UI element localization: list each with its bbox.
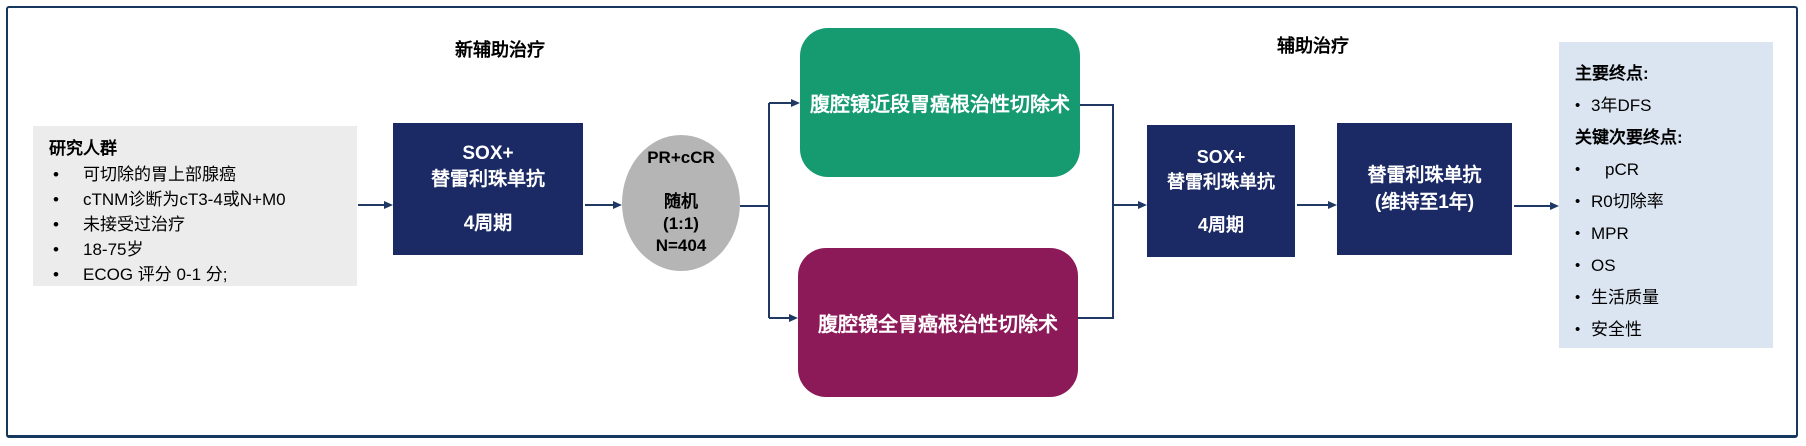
endpoint-item-text: pCR — [1605, 160, 1640, 179]
adjuvant-sox-box: SOX+ 替雷利珠单抗 4周期 — [1147, 125, 1295, 257]
endpoint-item-text: R0切除率 — [1591, 192, 1664, 211]
randomization-condition: PR+cCR — [647, 148, 715, 167]
bullet-icon: • — [1575, 257, 1581, 274]
endpoint-item: • pCR — [1575, 154, 1763, 186]
population-item-text: 未接受过治疗 — [83, 215, 185, 234]
bullet-icon: • — [1575, 97, 1581, 114]
bullet-icon: • — [1575, 321, 1581, 338]
endpoint-item-text: OS — [1591, 256, 1616, 275]
maintenance-box: 替雷利珠单抗 (维持至1年) — [1337, 123, 1512, 255]
phase-label-neoadjuvant: 新辅助治疗 — [455, 40, 545, 60]
endpoint-item: • MPR — [1575, 218, 1763, 250]
randomization-n: N=404 — [655, 236, 707, 255]
bullet-icon: • — [1575, 161, 1581, 178]
endpoint-item-text: 生活质量 — [1591, 288, 1659, 307]
surgery-total-gastrectomy-box: 腹腔镜全胃癌根治性切除术 — [798, 248, 1078, 397]
cycles-line: 4周期 — [463, 213, 513, 234]
bullet-icon: • — [1575, 225, 1581, 242]
bullet-icon: • — [1575, 193, 1581, 210]
regimen-line: SOX+ — [1196, 146, 1246, 167]
endpoints-box: 主要终点: • 3年DFS 关键次要终点: • pCR • R0切除率 • MPR • O… — [1559, 42, 1773, 348]
endpoint-item-text: 安全性 — [1591, 320, 1642, 339]
cycles-line: 4周期 — [1197, 214, 1244, 235]
endpoint-item: • 3年DFS — [1575, 90, 1763, 122]
maintenance-duration-line: (维持至1年) — [1374, 192, 1475, 213]
population-item: • 18-75岁 — [49, 237, 349, 262]
endpoint-item: • 安全性 — [1575, 314, 1763, 346]
maintenance-drug-line: 替雷利珠单抗 — [1367, 165, 1482, 186]
bullet-icon: • — [53, 240, 59, 259]
bullet-icon: • — [53, 190, 59, 209]
randomization-label: 随机 — [664, 192, 698, 211]
surgery-proximal-gastrectomy-box: 腹腔镜近段胃癌根治性切除术 — [800, 28, 1080, 177]
population-item-text: ECOG 评分 0-1 分; — [83, 265, 228, 284]
primary-endpoints-header: 主要终点: — [1575, 64, 1649, 83]
diagram-frame — [6, 6, 1798, 438]
population-item: • 可切除的胃上部腺癌 — [49, 162, 349, 187]
population-title: 研究人群 — [49, 139, 117, 158]
bullet-icon: • — [53, 165, 59, 184]
endpoint-item: • 生活质量 — [1575, 282, 1763, 314]
regimen-line: SOX+ — [462, 143, 514, 164]
secondary-endpoints-header: 关键次要终点: — [1575, 128, 1683, 147]
population-item: • ECOG 评分 0-1 分; — [49, 262, 349, 287]
bullet-icon: • — [1575, 289, 1581, 306]
surgery-proximal-label: 腹腔镜近段胃癌根治性切除术 — [810, 94, 1070, 116]
neoadjuvant-sox-box: SOX+ 替雷利珠单抗 4周期 — [393, 123, 583, 255]
endpoint-item: • OS — [1575, 250, 1763, 282]
endpoint-item-text: MPR — [1591, 224, 1629, 243]
randomization-circle: PR+cCR 随机 (1:1) N=404 — [622, 135, 740, 271]
population-item: • 未接受过治疗 — [49, 212, 349, 237]
randomization-ratio: (1:1) — [663, 214, 699, 233]
regimen-line: 替雷利珠单抗 — [430, 169, 545, 190]
bullet-icon: • — [53, 215, 59, 234]
endpoint-item-text: 3年DFS — [1591, 96, 1652, 115]
study-population-box: 研究人群 • 可切除的胃上部腺癌 • cTNM诊断为cT3-4或N+M0 • 未接受过… — [33, 126, 357, 286]
bullet-icon: • — [53, 265, 59, 284]
population-item-text: cTNM诊断为cT3-4或N+M0 — [83, 190, 286, 209]
merge-line-surgeries — [1078, 104, 1114, 319]
population-item: • cTNM诊断为cT3-4或N+M0 — [49, 187, 349, 212]
phase-label-adjuvant: 辅助治疗 — [1277, 36, 1349, 56]
regimen-line: 替雷利珠单抗 — [1167, 171, 1275, 192]
population-item-text: 可切除的胃上部腺癌 — [83, 165, 236, 184]
endpoint-item: • R0切除率 — [1575, 186, 1763, 218]
population-item-text: 18-75岁 — [83, 240, 144, 259]
surgery-total-label: 腹腔镜全胃癌根治性切除术 — [818, 314, 1058, 336]
